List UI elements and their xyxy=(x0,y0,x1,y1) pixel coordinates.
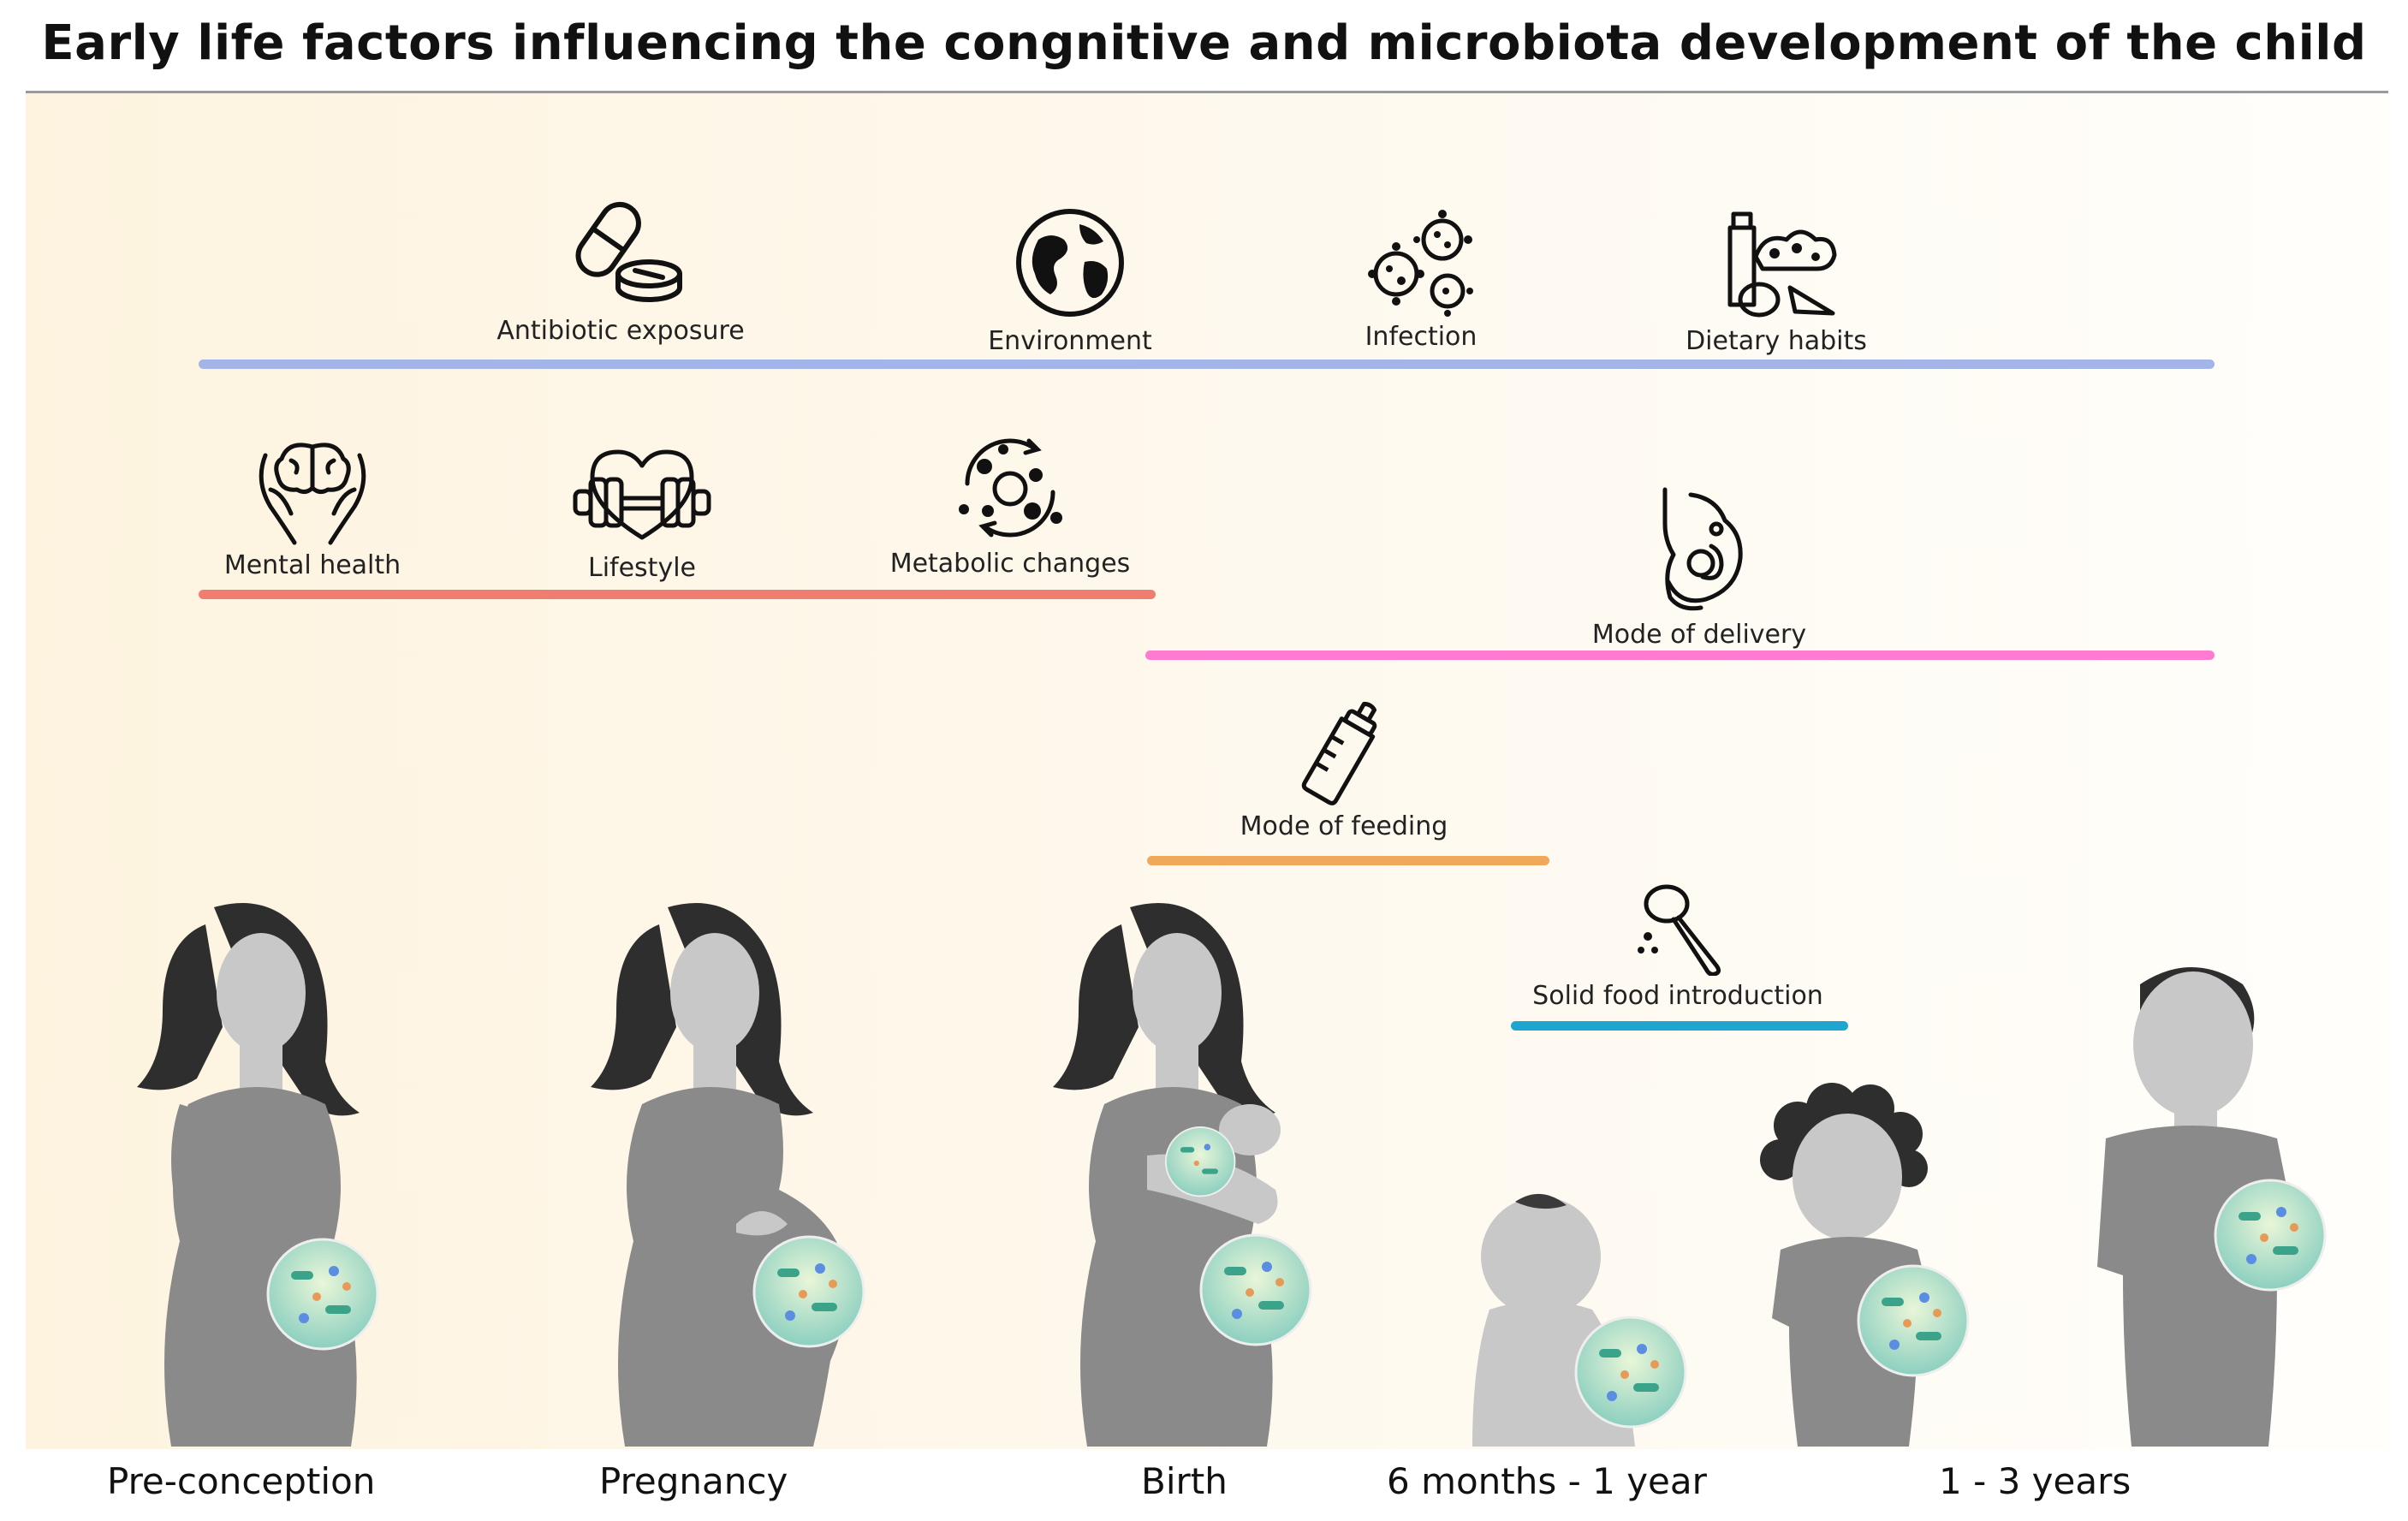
diagram-title: Early life factors influencing the congn… xyxy=(41,15,2367,71)
microbiota-circle-preconception xyxy=(266,1238,379,1351)
factor-mode-of-delivery: Mode of delivery xyxy=(1562,486,1836,650)
factor-label: Mode of delivery xyxy=(1591,620,1807,650)
factor-solid-food-introduction: Solid food introduction xyxy=(1507,882,1849,1011)
factor-label: Environment xyxy=(988,326,1152,356)
factor-environment: Environment xyxy=(942,205,1198,356)
factor-mode-of-feeding: Mode of feeding xyxy=(1216,695,1472,841)
microbiota-circle-infant xyxy=(1574,1316,1687,1429)
factor-dietary-habits: Dietary habits xyxy=(1656,205,1896,356)
virus-icon xyxy=(1367,210,1473,317)
lane-bar-solid-food xyxy=(1511,1021,1848,1031)
microbiota-circle-toddler xyxy=(2214,1179,2327,1292)
child-curly-hair-silhouette xyxy=(1760,1083,1935,1447)
lane-bar-delivery xyxy=(1145,651,2215,660)
microbiota-circle-child xyxy=(1857,1264,1970,1377)
spoon-icon xyxy=(1638,884,1721,976)
stage-label-infant: 6 months - 1 year xyxy=(1387,1460,1707,1502)
factor-label: Antibiotic exposure xyxy=(496,316,745,346)
factor-lifestyle: Lifestyle xyxy=(531,445,753,583)
woman-preconception-silhouette xyxy=(137,903,360,1447)
factor-label: Mode of feeding xyxy=(1240,811,1448,841)
microbiota-circle-birth-baby xyxy=(1164,1126,1236,1197)
stage-label-pregnancy: Pregnancy xyxy=(599,1460,788,1502)
factor-antibiotic-exposure: Antibiotic exposure xyxy=(467,195,775,346)
brain-hands-icon xyxy=(259,443,366,545)
factor-metabolic-changes: Metabolic changes xyxy=(869,432,1151,579)
heart-dumbbell-icon xyxy=(573,449,711,540)
factor-label: Mental health xyxy=(223,550,401,580)
pill-capsule-icon xyxy=(575,201,682,302)
factor-label: Dietary habits xyxy=(1686,326,1867,356)
globe-icon xyxy=(1015,209,1124,317)
factor-label: Infection xyxy=(1365,322,1478,352)
microbiota-circle-birth-mother xyxy=(1199,1233,1312,1346)
groceries-icon xyxy=(1727,211,1837,318)
factor-label: Solid food introduction xyxy=(1532,981,1823,1011)
baby-bottle-icon xyxy=(1301,701,1377,805)
woman-pregnancy-silhouette xyxy=(591,903,847,1447)
lane-bar-feeding xyxy=(1147,856,1549,865)
stage-label-birth: Birth xyxy=(1141,1460,1228,1502)
factor-mental-health: Mental health xyxy=(184,430,441,580)
lane-bar-all-stages xyxy=(199,359,2215,369)
factor-label: Metabolic changes xyxy=(889,549,1131,579)
uterus-baby-icon xyxy=(1662,487,1743,611)
lane-bar-prenatal xyxy=(199,590,1156,599)
stage-label-toddler: 1 - 3 years xyxy=(1939,1460,2132,1502)
factor-label: Lifestyle xyxy=(587,553,696,583)
stage-label-preconception: Pre-conception xyxy=(107,1460,376,1502)
factor-infection: Infection xyxy=(1327,207,1515,352)
metabolic-cycle-icon xyxy=(959,438,1062,538)
microbiota-circle-pregnancy xyxy=(752,1235,865,1348)
